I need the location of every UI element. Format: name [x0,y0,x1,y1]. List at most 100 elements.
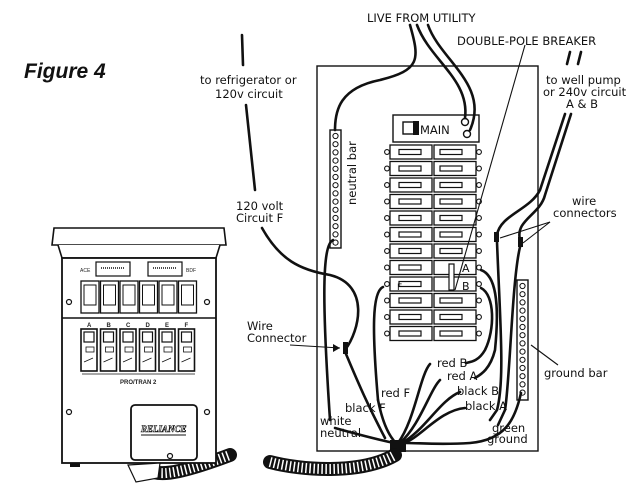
well-pump-wire-2 [518,112,573,242]
breaker-toggle-icon [161,331,173,343]
neutral-terminal [332,149,339,156]
neutral-terminal [332,157,339,164]
meter-left-label: ACE [80,268,91,274]
breaker-handle-icon [439,148,463,156]
refrigerator-wire-mid [244,103,257,192]
wire-connectors-label-2: connectors [553,206,617,220]
main-switch-handle [413,121,419,135]
wire-connectors-label-1: wire [572,194,596,208]
rocker-paddle [142,284,155,306]
well-pump-label-1: to well pump [546,73,621,87]
breaker-terminal [476,248,482,254]
breaker-handle-icon [398,231,422,238]
wire-label-black-a: black A [465,399,507,413]
switch-lid [51,227,227,246]
ground-terminal [519,364,526,372]
breaker-rating-label [85,346,95,353]
breaker-handle-icon [398,264,422,271]
model-label: PRO/TRAN 2 [120,380,157,386]
switch-lid-hinge [57,244,221,259]
breaker-handle-icon [439,165,463,172]
breaker-detail [161,357,172,363]
rocker-paddle [181,284,194,306]
breaker-terminal [384,215,390,221]
load-center-panel: MAIN A B F neutral bar [316,65,539,452]
wire-connector-label-2: Connector [247,331,307,345]
neutral-terminal [332,190,339,197]
wire-label-red-b: red B [437,356,468,370]
neutral-terminal [332,206,339,213]
screw-icon [166,452,174,460]
labels: LIVE FROM UTILITY DOUBLE-POLE BREAKER to… [200,11,627,446]
double-pole-pointer [454,44,526,291]
live-from-utility-label: LIVE FROM UTILITY [367,11,476,25]
screw-icon [65,298,73,306]
breaker-handle-icon [398,181,422,189]
ground-terminal [519,291,526,298]
bundle-green-ground [404,391,523,446]
neutral-terminal [332,214,339,222]
arrowhead-icon [333,344,340,352]
breaker-terminal [476,314,482,320]
screw-icon [65,408,73,416]
neutral-terminal [332,198,339,205]
neutral-terminal [332,173,339,181]
utility-line-2-wire [426,23,476,132]
wire-label-green: green [492,421,525,435]
ground-terminal [519,348,526,355]
black-a-run [496,245,522,427]
breaker-handle-icon [398,280,422,288]
main-label: MAIN [420,123,450,137]
wire-connector-1 [494,232,499,242]
double-pole-breaker-label: DOUBLE-POLE BREAKER [457,34,596,48]
circuit-letter: B [107,323,112,329]
breaker-terminal [476,231,482,238]
black-b-run [488,240,503,422]
breaker-grid [384,144,482,342]
wire-connector-pointer [289,344,341,349]
circuit-letter: C [126,323,131,329]
breaker-handle-icon [398,247,422,255]
wire-label-black-b: black B [457,384,499,398]
meter-left [95,261,131,277]
panel-breaker [433,259,477,276]
well-pump-label-2: or 240v circuit [543,85,627,99]
ground-bar-label: ground bar [544,366,608,380]
meter-right [147,261,183,277]
breaker-terminal [384,297,390,304]
rocker-switches [80,280,198,314]
bundle-red-a [398,378,442,445]
connector-pointer-1 [499,221,551,239]
breaker-terminal [384,281,390,287]
breaker-terminal [476,297,482,304]
well-pump-wire-top-2 [576,50,583,66]
well-pump-wire-1 [495,112,567,237]
neutral-bar [329,129,342,249]
rocker-paddle [103,284,116,306]
well-pump-wire-top-1 [565,50,572,66]
breaker-rating-label [183,346,192,353]
breaker-rating-label [124,346,134,353]
utility-neutral-wire [333,23,417,132]
ground-terminal [519,381,526,388]
circuit-letter: A [87,323,92,329]
well-pump-label-3: A & B [566,97,598,111]
ground-bar-pointer [530,344,559,366]
breaker-terminal [384,330,390,337]
breaker-terminal [476,165,482,172]
breaker-terminal [476,182,482,188]
wire-label-red-a: red A [447,369,478,383]
circuit-f-label-2: Circuit F [236,211,283,225]
breaker-rating-label [144,346,153,353]
red-a-breaker-wire [473,268,499,380]
main-lug-1 [460,117,470,127]
bundle-red-b [396,362,432,445]
breaker-rating-label [163,346,173,353]
neutral-bar-label: neutral bar [345,141,359,205]
access-cover [130,404,198,461]
breaker-handle-icon [398,214,422,222]
neutral-terminal [332,132,339,140]
breaker-handle-icon [439,330,463,337]
wire-connector-f [343,342,348,354]
